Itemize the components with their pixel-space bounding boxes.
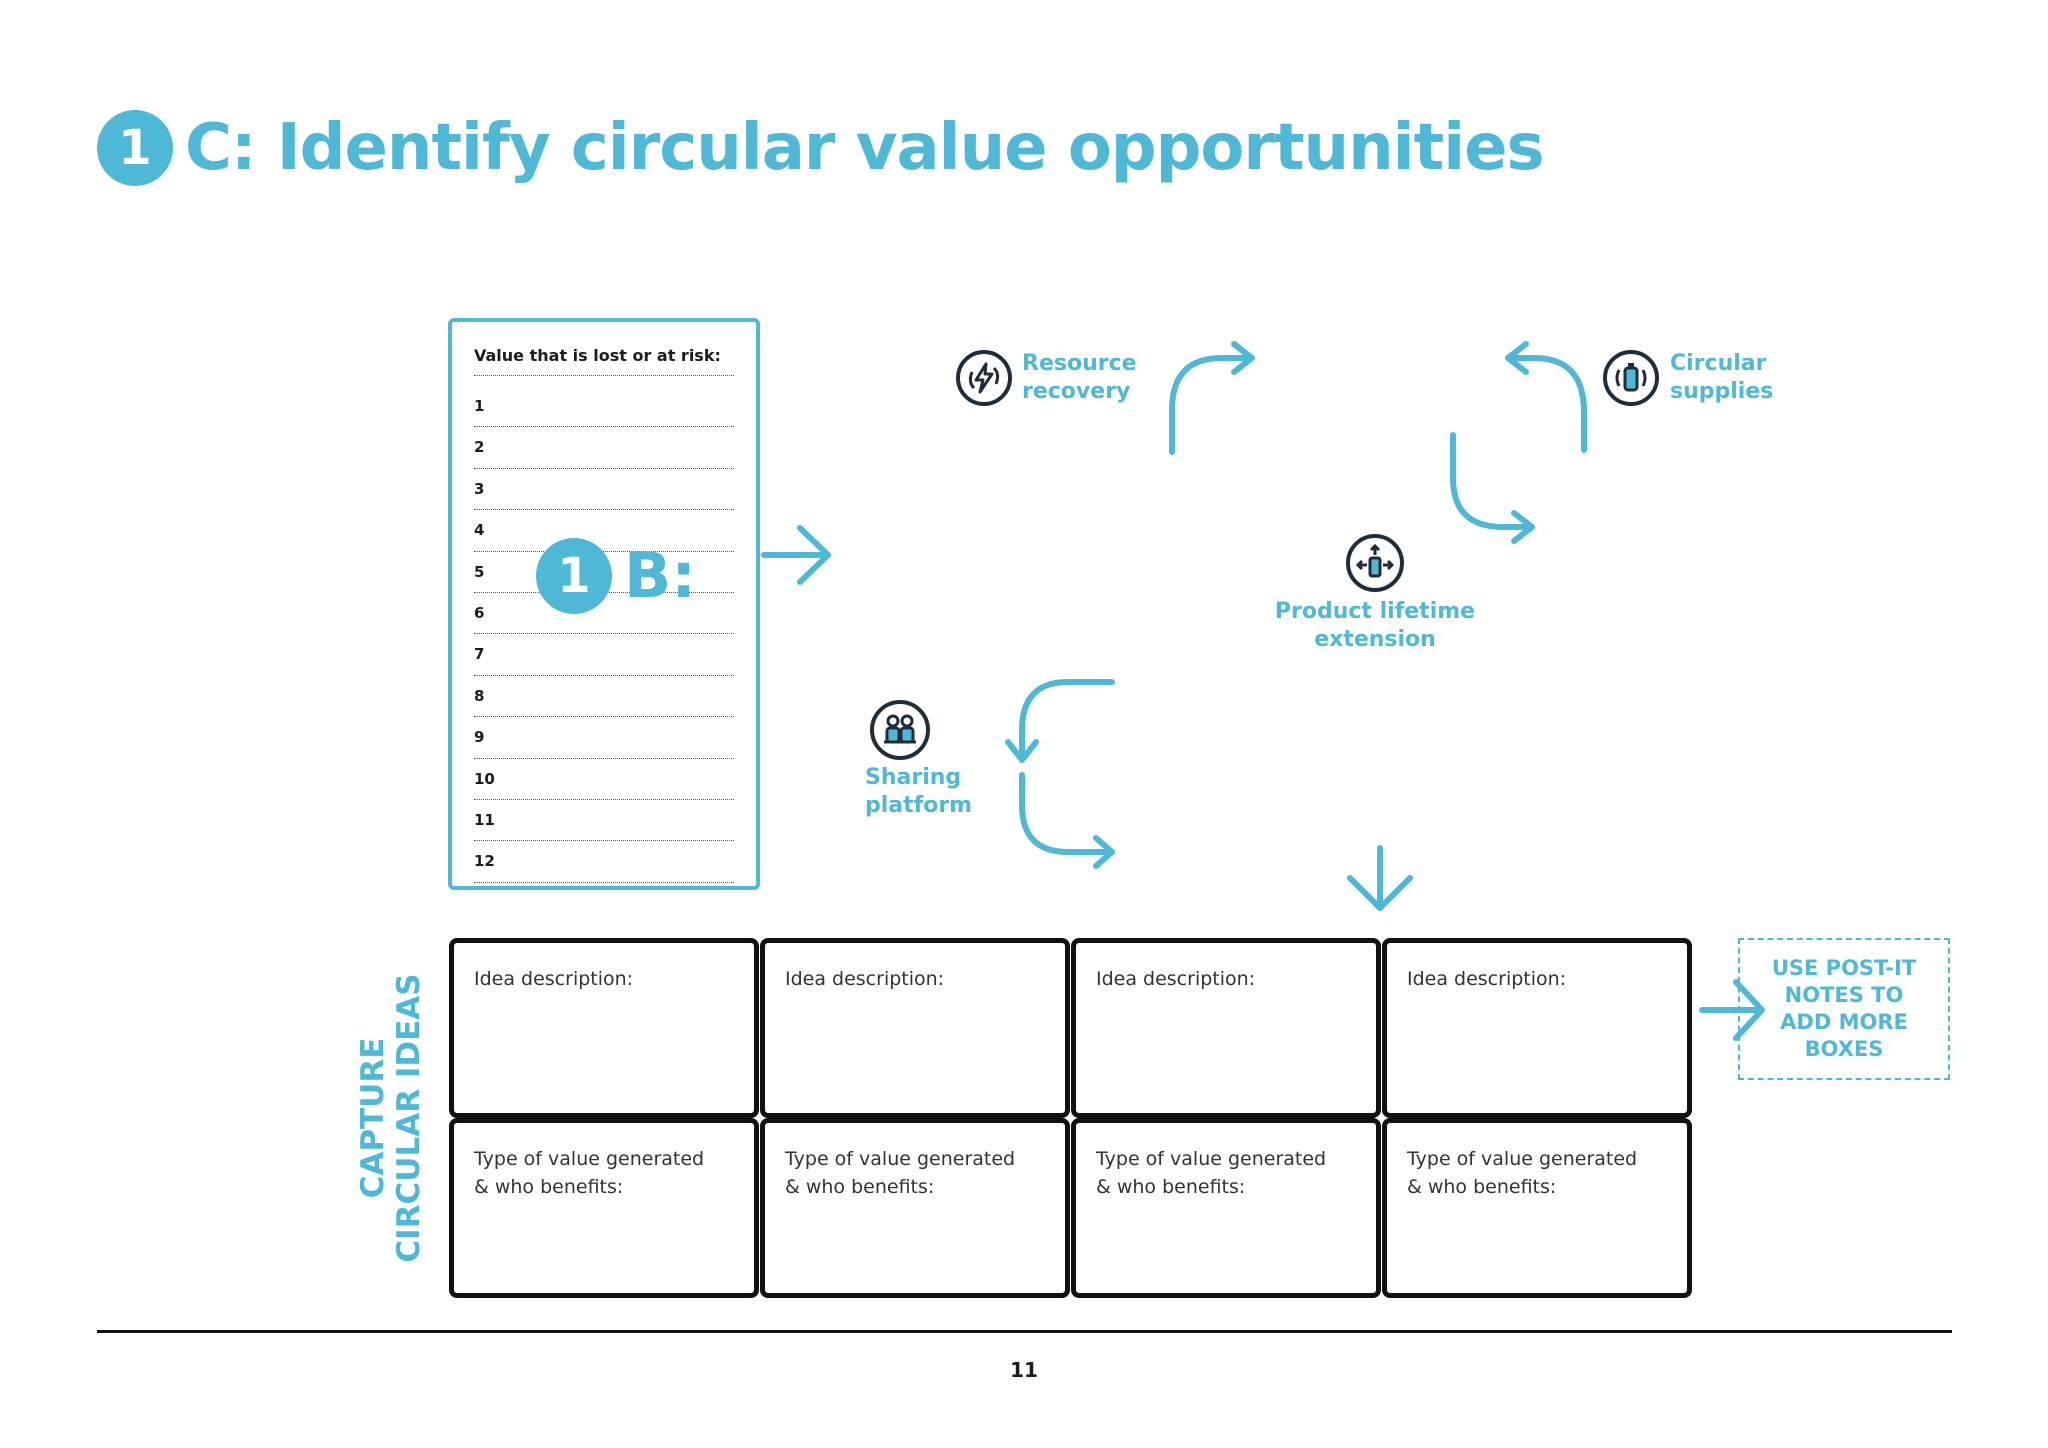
value-generated-label: & who benefits: xyxy=(1096,1176,1246,1198)
lightning-recycle-icon xyxy=(956,350,1012,406)
risk-row[interactable]: 3 xyxy=(474,469,734,511)
right-arrow-icon xyxy=(1699,979,1765,1041)
strategy-label-line: Product lifetime xyxy=(1274,599,1476,624)
curved-arrow-icon xyxy=(1505,341,1587,453)
value-generated-box[interactable]: Type of value generated & who benefits: xyxy=(1071,1118,1381,1298)
curved-arrow-icon xyxy=(1019,772,1115,869)
step-number-badge: 1 xyxy=(97,110,173,186)
idea-description-label: Idea description: xyxy=(1096,968,1256,990)
strategy-resource-recovery: Resource recovery xyxy=(1022,350,1137,406)
risk-row[interactable]: 10 xyxy=(474,759,734,800)
value-generated-label: Type of value generated xyxy=(474,1148,705,1170)
curved-arrow-icon xyxy=(1169,341,1255,455)
value-at-risk-box: Value that is lost or at risk: 1 2 3 4 5… xyxy=(448,318,760,890)
risk-row[interactable]: 11 xyxy=(474,800,734,842)
people-glyph xyxy=(884,714,916,744)
page-number: 11 xyxy=(1010,1358,1038,1382)
bottle-arrows-icon xyxy=(1346,534,1404,592)
risk-row[interactable]: 9 xyxy=(474,717,734,759)
curved-arrow-icon xyxy=(1450,432,1535,544)
post-it-note: USE POST-IT NOTES TO ADD MORE BOXES xyxy=(1738,938,1950,1080)
strategy-label-line: Circular xyxy=(1670,351,1767,376)
strategy-label-line: extension xyxy=(1314,627,1436,652)
value-generated-label: Type of value generated xyxy=(1096,1148,1327,1170)
bottle-cycle-icon xyxy=(1603,350,1659,406)
right-arrow-icon xyxy=(761,525,831,585)
strategy-label-line: Sharing xyxy=(865,765,962,790)
value-at-risk-list: 1 2 3 4 5 6 7 8 9 10 11 12 xyxy=(474,386,734,883)
value-generated-label: Type of value generated xyxy=(1407,1148,1638,1170)
value-generated-label: & who benefits: xyxy=(785,1176,935,1198)
value-generated-label: Type of value generated xyxy=(785,1148,1016,1170)
step-1b-badge: 1 xyxy=(536,538,612,614)
value-generated-box[interactable]: Type of value generated & who benefits: xyxy=(1382,1118,1692,1298)
bottle-arrows-glyph xyxy=(1355,543,1395,578)
down-arrow-icon xyxy=(1347,845,1413,911)
risk-row[interactable]: 2 xyxy=(474,427,734,469)
curved-arrow-icon xyxy=(1005,679,1115,763)
lightning-icon xyxy=(968,362,1000,394)
value-generated-box[interactable]: Type of value generated & who benefits: xyxy=(449,1118,759,1298)
strategy-label-line: supplies xyxy=(1670,379,1774,404)
risk-row[interactable]: 7 xyxy=(474,634,734,676)
idea-description-box[interactable]: Idea description: xyxy=(449,938,759,1118)
risk-row[interactable]: 6 xyxy=(474,593,734,635)
capture-label-line: CAPTURE xyxy=(355,1037,391,1199)
value-generated-label: & who benefits: xyxy=(1407,1176,1557,1198)
risk-row[interactable]: 1 xyxy=(474,386,734,428)
value-generated-box[interactable]: Type of value generated & who benefits: xyxy=(760,1118,1070,1298)
idea-description-label: Idea description: xyxy=(785,968,945,990)
value-generated-label: & who benefits: xyxy=(474,1176,624,1198)
risk-row[interactable]: 12 xyxy=(474,841,734,883)
strategy-label-line: recovery xyxy=(1022,379,1131,404)
idea-description-label: Idea description: xyxy=(1407,968,1567,990)
strategy-label-line: platform xyxy=(865,793,973,818)
risk-row[interactable]: 4 xyxy=(474,510,734,552)
page-title: C: Identify circular value opportunities xyxy=(185,111,1545,185)
strategy-sharing-platform: Sharing platform xyxy=(865,764,972,820)
capture-label-line: CIRCULAR IDEAS xyxy=(391,973,427,1263)
people-icon xyxy=(870,700,930,760)
idea-description-box[interactable]: Idea description: xyxy=(1382,938,1692,1118)
risk-row[interactable]: 8 xyxy=(474,676,734,718)
idea-description-label: Idea description: xyxy=(474,968,634,990)
step-1b-label: B: xyxy=(624,539,697,612)
strategy-circular-supplies: Circular supplies xyxy=(1670,350,1773,406)
footer-divider xyxy=(97,1330,1952,1333)
strategy-product-lifetime: Product lifetime extension xyxy=(1250,598,1500,654)
ideas-grid: Idea description: Idea description: Idea… xyxy=(449,938,1695,1302)
strategy-label-line: Resource xyxy=(1022,351,1137,376)
capture-ideas-label: CAPTURE CIRCULAR IDEAS xyxy=(355,958,427,1278)
idea-description-box[interactable]: Idea description: xyxy=(1071,938,1381,1118)
value-at-risk-heading: Value that is lost or at risk: xyxy=(474,346,734,376)
bottle-icon xyxy=(1615,363,1647,392)
idea-description-box[interactable]: Idea description: xyxy=(760,938,1070,1118)
